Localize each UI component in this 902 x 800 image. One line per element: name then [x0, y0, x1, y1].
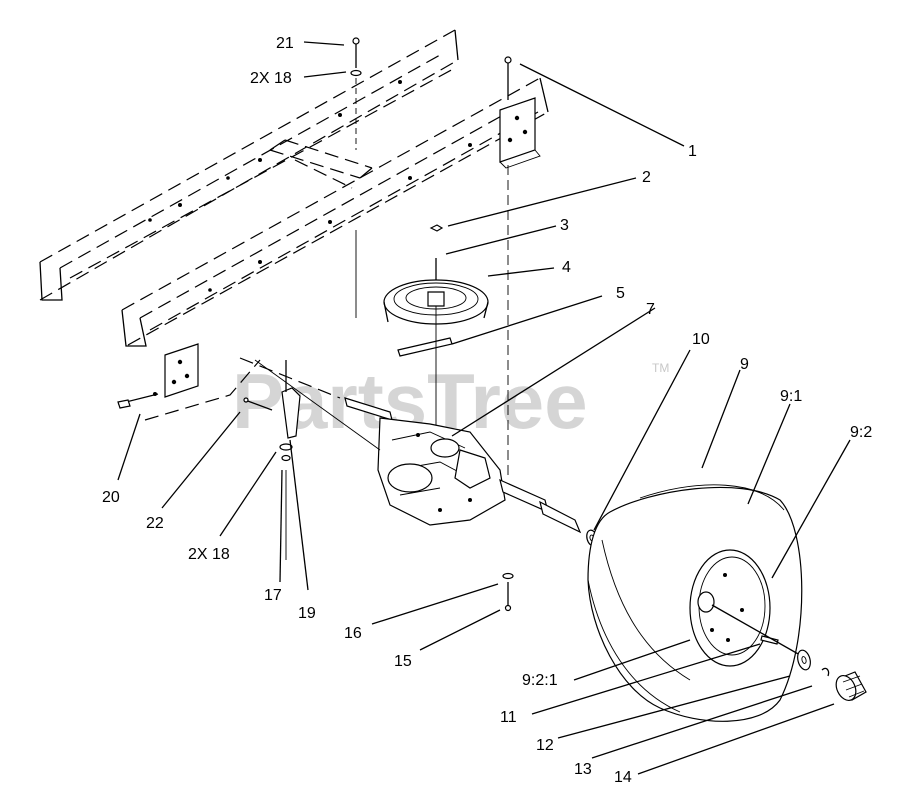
washer-18-top: [350, 69, 362, 77]
belt-guide-5: [397, 337, 453, 357]
callout-3: 3: [560, 217, 569, 234]
rod-22: [243, 397, 273, 411]
wheel-assembly-9: [587, 484, 803, 722]
callout-22: 22: [146, 515, 164, 532]
callout-19: 19: [298, 605, 316, 622]
callout-21: 21: [276, 35, 294, 52]
callout-16: 16: [344, 625, 362, 642]
frame-rail-front: [121, 77, 549, 347]
watermark-trademark: TM: [652, 361, 669, 375]
callout-9-2: 9:2: [850, 424, 872, 441]
washer-12: [797, 649, 811, 671]
axle-cap-14: [835, 671, 867, 701]
callout-18-bottom: 2X 18: [188, 546, 230, 563]
reference-lines: [144, 230, 381, 560]
callout-9-2-1: 9:2:1: [522, 672, 558, 689]
frame-rail-back: [39, 29, 459, 301]
nut-17: [281, 454, 291, 462]
pulley-4: [383, 279, 489, 325]
cross-member: [269, 139, 373, 189]
washer-16: [502, 572, 514, 580]
mounting-plate-upper: [499, 97, 541, 169]
bolt-15: [504, 582, 512, 612]
nut-2: [429, 224, 444, 232]
transaxle-7: [344, 397, 582, 534]
link-20: [117, 392, 159, 409]
callout-13: 13: [574, 761, 592, 778]
callout-12: 12: [536, 737, 554, 754]
bolt-1: [504, 56, 512, 100]
mounting-plate-lower: [164, 343, 199, 398]
callout-2: 2: [642, 169, 651, 186]
callout-9-1: 9:1: [780, 388, 802, 405]
callout-7: 7: [646, 301, 655, 318]
bolt-21: [352, 37, 360, 68]
callout-20: 20: [102, 489, 120, 506]
callout-5: 5: [616, 285, 625, 302]
washer-18-bottom: [279, 443, 293, 451]
callout-11: 11: [500, 709, 517, 726]
callout-15: 15: [394, 653, 412, 670]
axle-key-11: [760, 635, 779, 645]
retaining-clip-13: [821, 667, 830, 677]
callout-18-top: 2X 18: [250, 70, 292, 87]
callout-1: 1: [688, 143, 697, 160]
callout-17: 17: [264, 587, 282, 604]
callout-9: 9: [740, 356, 749, 373]
leader-lines: [117, 41, 851, 775]
callout-4: 4: [562, 259, 571, 276]
callout-14: 14: [614, 769, 632, 786]
callout-10: 10: [692, 331, 710, 348]
